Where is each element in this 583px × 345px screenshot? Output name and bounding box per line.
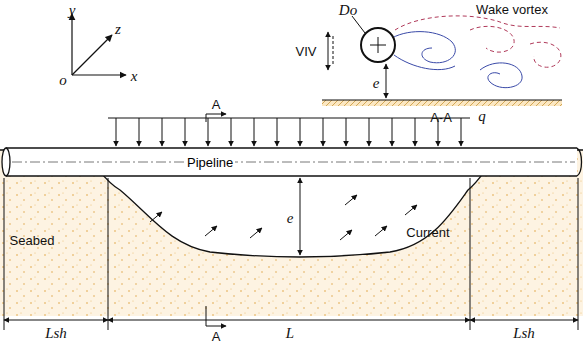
load-arrow: [185, 118, 186, 146]
load-arrow: [461, 118, 462, 146]
length-label: L: [284, 326, 296, 341]
load-arrow: [369, 118, 370, 146]
load-arrow: [323, 118, 324, 146]
current-arrow: [205, 226, 217, 236]
section-marker: A: [212, 98, 221, 111]
load-arrow: [208, 118, 209, 146]
axes: [72, 14, 126, 75]
load-arrow: [415, 118, 416, 146]
vortex-label: Wake vortex: [476, 3, 548, 16]
current-arrow: [150, 212, 162, 222]
seabed-hatch: [322, 100, 562, 106]
section-label: A-A: [430, 111, 452, 124]
current-arrow: [345, 195, 357, 205]
length-label: Lsh: [511, 326, 537, 341]
section-marker: A: [210, 330, 223, 343]
axis-label: o: [59, 73, 67, 88]
length-label: Lsh: [43, 326, 69, 341]
current-arrow: [250, 228, 262, 238]
diameter-leader: [352, 16, 365, 33]
axis-label: x: [131, 69, 138, 84]
gap-label: e: [373, 76, 380, 91]
current-arrow: [340, 230, 352, 240]
current-arrow: [405, 205, 417, 215]
load-arrow: [392, 118, 393, 146]
load-arrow: [139, 118, 140, 146]
motion-label: VIV: [296, 45, 317, 58]
wake-vortex: [392, 16, 561, 88]
pipeline-body: Pipeline: [0, 148, 583, 176]
load-arrow: [300, 118, 301, 146]
current-arrow: [375, 226, 387, 236]
load-arrow: [254, 118, 255, 146]
load-arrow: [231, 118, 232, 146]
load-arrow: [277, 118, 278, 146]
load-arrow: [346, 118, 347, 146]
span-dimension: [4, 178, 578, 330]
axis-label: y: [69, 2, 76, 17]
gap-label: e: [287, 211, 294, 226]
seabed-label: Seabed: [10, 234, 55, 247]
pipeline-label: Pipeline: [185, 156, 235, 169]
diameter-label: Do: [339, 2, 357, 17]
load-arrow: [162, 118, 163, 146]
load-arrow: [116, 118, 117, 146]
axis-label: z: [115, 22, 121, 37]
current-label: Current: [406, 226, 449, 239]
load-label: q: [478, 109, 486, 124]
